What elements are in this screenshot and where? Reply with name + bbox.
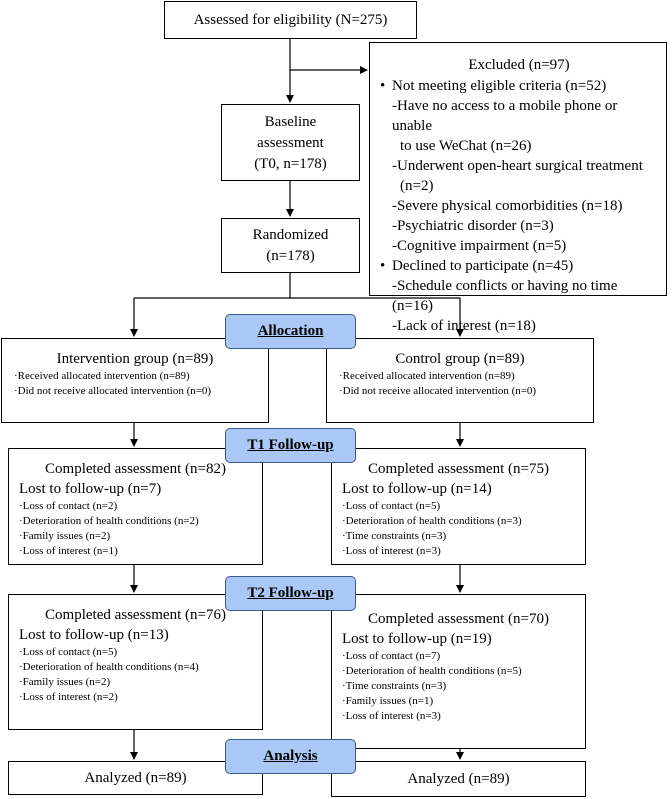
t1-right-item: ·Loss of contact (n=5) — [342, 500, 441, 512]
stage-t1-label: T1 Follow-up — [247, 437, 334, 453]
t2-right-item: ·Loss of interest (n=3) — [342, 710, 441, 722]
stage-analysis: Analysis — [225, 739, 356, 774]
excluded-reason: Not meeting eligible criteria (n=52) — [378, 76, 660, 96]
t2-left-completed: Completed assessment (n=76) — [45, 607, 226, 623]
stage-analysis-label: Analysis — [263, 748, 318, 764]
t2-right-item: ·Loss of contact (n=7) — [342, 650, 441, 662]
excluded-subreason: to use WeChat (n=26) — [400, 138, 532, 154]
excluded-subreason: -Severe physical comorbidities (n=18) — [392, 198, 623, 214]
excluded-list: Not meeting eligible criteria (n=52)-Hav… — [378, 76, 660, 356]
t1-right-completed: Completed assessment (n=75) — [368, 461, 549, 477]
randomized-box: Randomized (n=178) — [221, 218, 360, 273]
t1-right-item: ·Deterioration of health conditions (n=3… — [342, 515, 522, 527]
eligibility-label: Assessed for eligibility (N=275) — [193, 12, 388, 28]
allocation-left-item: ·Did not receive allocated intervention … — [14, 385, 212, 397]
t1-right-lost: Lost to follow-up (n=14) — [342, 481, 492, 497]
t2-left-lost: Lost to follow-up (n=13) — [19, 627, 169, 643]
t1-left-item: ·Family issues (n=2) — [19, 530, 111, 542]
t1-left-item: ·Loss of interest (n=1) — [19, 545, 118, 557]
stage-t2-follow-up: T2 Follow-up — [225, 576, 356, 611]
analysis-right-label: Analyzed (n=89) — [407, 771, 510, 787]
excluded-box: Excluded (n=97) Not meeting eligible cri… — [369, 42, 667, 354]
t1-right-item: ·Time constraints (n=3) — [342, 530, 447, 542]
baseline-line2: assessment — [257, 135, 324, 151]
randomized-line2: (n=178) — [266, 248, 315, 264]
excluded-subreason: (n=2) — [400, 178, 434, 194]
allocation-control-box: Control group (n=89) ·Received allocated… — [326, 338, 594, 423]
allocation-left-item: ·Received allocated intervention (n=89) — [14, 370, 190, 382]
excluded-subreason: -Lack of interest (n=18) — [392, 318, 536, 334]
t2-left-item: ·Loss of interest (n=2) — [19, 691, 118, 703]
eligibility-box: Assessed for eligibility (N=275) — [164, 1, 417, 39]
randomized-line1: Randomized — [252, 227, 329, 243]
allocation-right-item: ·Did not receive allocated intervention … — [339, 385, 537, 397]
intervention-group-title: Intervention group (n=89) — [56, 351, 214, 367]
analysis-left-box: Analyzed (n=89) — [8, 761, 263, 795]
t2-right-completed: Completed assessment (n=70) — [368, 611, 549, 627]
t2-left-item: ·Deterioration of health conditions (n=4… — [19, 661, 199, 673]
excluded-subreason: -Underwent open-heart surgical treatment — [392, 158, 643, 174]
t1-left-item: ·Loss of contact (n=2) — [19, 500, 118, 512]
t1-left-completed: Completed assessment (n=82) — [45, 461, 226, 477]
excluded-subreason: -Have no access to a mobile phone or una… — [392, 98, 618, 134]
analysis-left-label: Analyzed (n=89) — [84, 770, 187, 786]
t2-right-item: ·Deterioration of health conditions (n=5… — [342, 665, 522, 677]
t2-left-item: ·Family issues (n=2) — [19, 676, 111, 688]
excluded-subreason: -Cognitive impairment (n=5) — [392, 238, 567, 254]
t1-left-box: Completed assessment (n=82) Lost to foll… — [8, 448, 263, 565]
excluded-title: Excluded (n=97) — [468, 57, 570, 73]
baseline-line1: Baseline — [264, 114, 317, 130]
stage-allocation: Allocation — [225, 314, 356, 349]
excluded-subreason: -Psychiatric disorder (n=3) — [392, 218, 554, 234]
control-group-title: Control group (n=89) — [395, 351, 525, 367]
excluded-subreason: -Schedule conflicts or having no time (n… — [392, 278, 618, 314]
stage-t1-follow-up: T1 Follow-up — [225, 428, 356, 463]
t2-right-item: ·Time constraints (n=3) — [342, 680, 447, 692]
t2-left-item: ·Loss of contact (n=5) — [19, 646, 118, 658]
excluded-reason: Declined to participate (n=45) — [378, 256, 660, 276]
t2-right-item: ·Family issues (n=1) — [342, 695, 434, 707]
t1-right-box: Completed assessment (n=75) Lost to foll… — [331, 448, 586, 565]
t2-left-box: Completed assessment (n=76) Lost to foll… — [8, 594, 263, 730]
t2-right-lost: Lost to follow-up (n=19) — [342, 631, 492, 647]
stage-allocation-label: Allocation — [257, 323, 324, 339]
allocation-right-item: ·Received allocated intervention (n=89) — [339, 370, 515, 382]
t1-right-item: ·Loss of interest (n=3) — [342, 545, 441, 557]
t1-left-lost: Lost to follow-up (n=7) — [19, 481, 162, 497]
allocation-intervention-box: Intervention group (n=89) ·Received allo… — [1, 338, 269, 423]
baseline-line3: (T0, n=178) — [254, 156, 327, 172]
stage-t2-label: T2 Follow-up — [247, 585, 334, 601]
t2-right-box: Completed assessment (n=70) Lost to foll… — [331, 594, 586, 749]
t1-left-item: ·Deterioration of health conditions (n=2… — [19, 515, 199, 527]
baseline-box: Baseline assessment (T0, n=178) — [221, 104, 360, 181]
analysis-right-box: Analyzed (n=89) — [331, 761, 586, 797]
